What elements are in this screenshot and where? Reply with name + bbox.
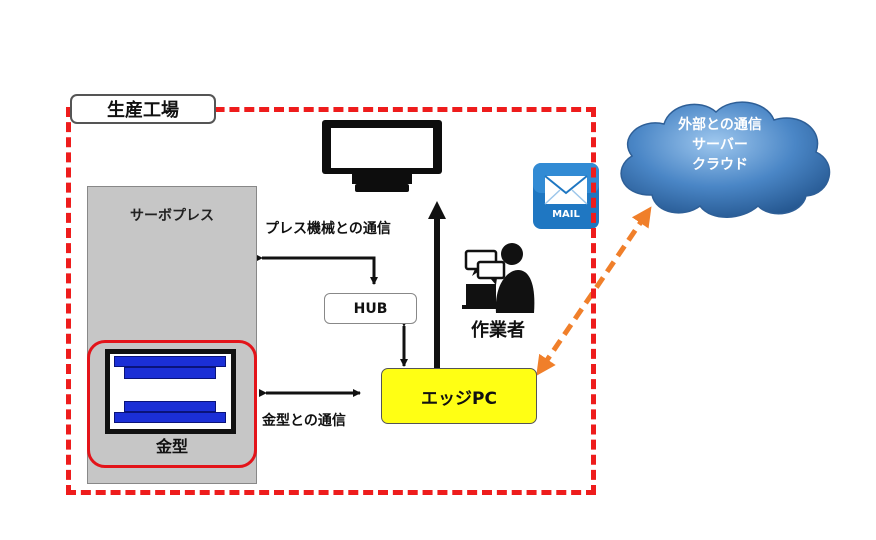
edge-cloud-arrow <box>536 206 652 376</box>
cloud-line-3: クラウド <box>692 157 748 173</box>
servo-press-box <box>87 186 257 484</box>
cloud-line-1: 外部との通信 <box>678 117 762 133</box>
die-label: 金型 <box>155 437 188 456</box>
cloud-shape <box>620 101 831 218</box>
mail-label: MAIL <box>552 209 580 220</box>
worker-icon <box>462 243 535 313</box>
monitor-icon <box>322 120 442 192</box>
cloud-line-2: サーバー <box>692 137 748 153</box>
press-comm-label: プレス機械との通信 <box>265 221 391 237</box>
worker-label: 作業者 <box>471 320 525 341</box>
factory-label: 生産工場 <box>70 94 216 124</box>
die-highlight <box>87 340 257 468</box>
press-hub-arrow <box>255 254 378 285</box>
die-upper-punch <box>124 367 216 379</box>
hub-box: HUB <box>324 293 417 324</box>
die-comm-label: 金型との通信 <box>262 413 346 429</box>
mail-icon <box>533 163 599 229</box>
servo-press-label: サーボプレス <box>130 208 214 224</box>
factory-boundary <box>66 107 596 495</box>
cloud-text: 外部との通信 サーバー クラウド <box>640 115 800 175</box>
die-lower-punch <box>124 401 216 412</box>
die-lower-plate <box>114 412 226 423</box>
edge-pc-box: エッジPC <box>381 368 537 424</box>
die-upper-plate <box>114 356 226 367</box>
